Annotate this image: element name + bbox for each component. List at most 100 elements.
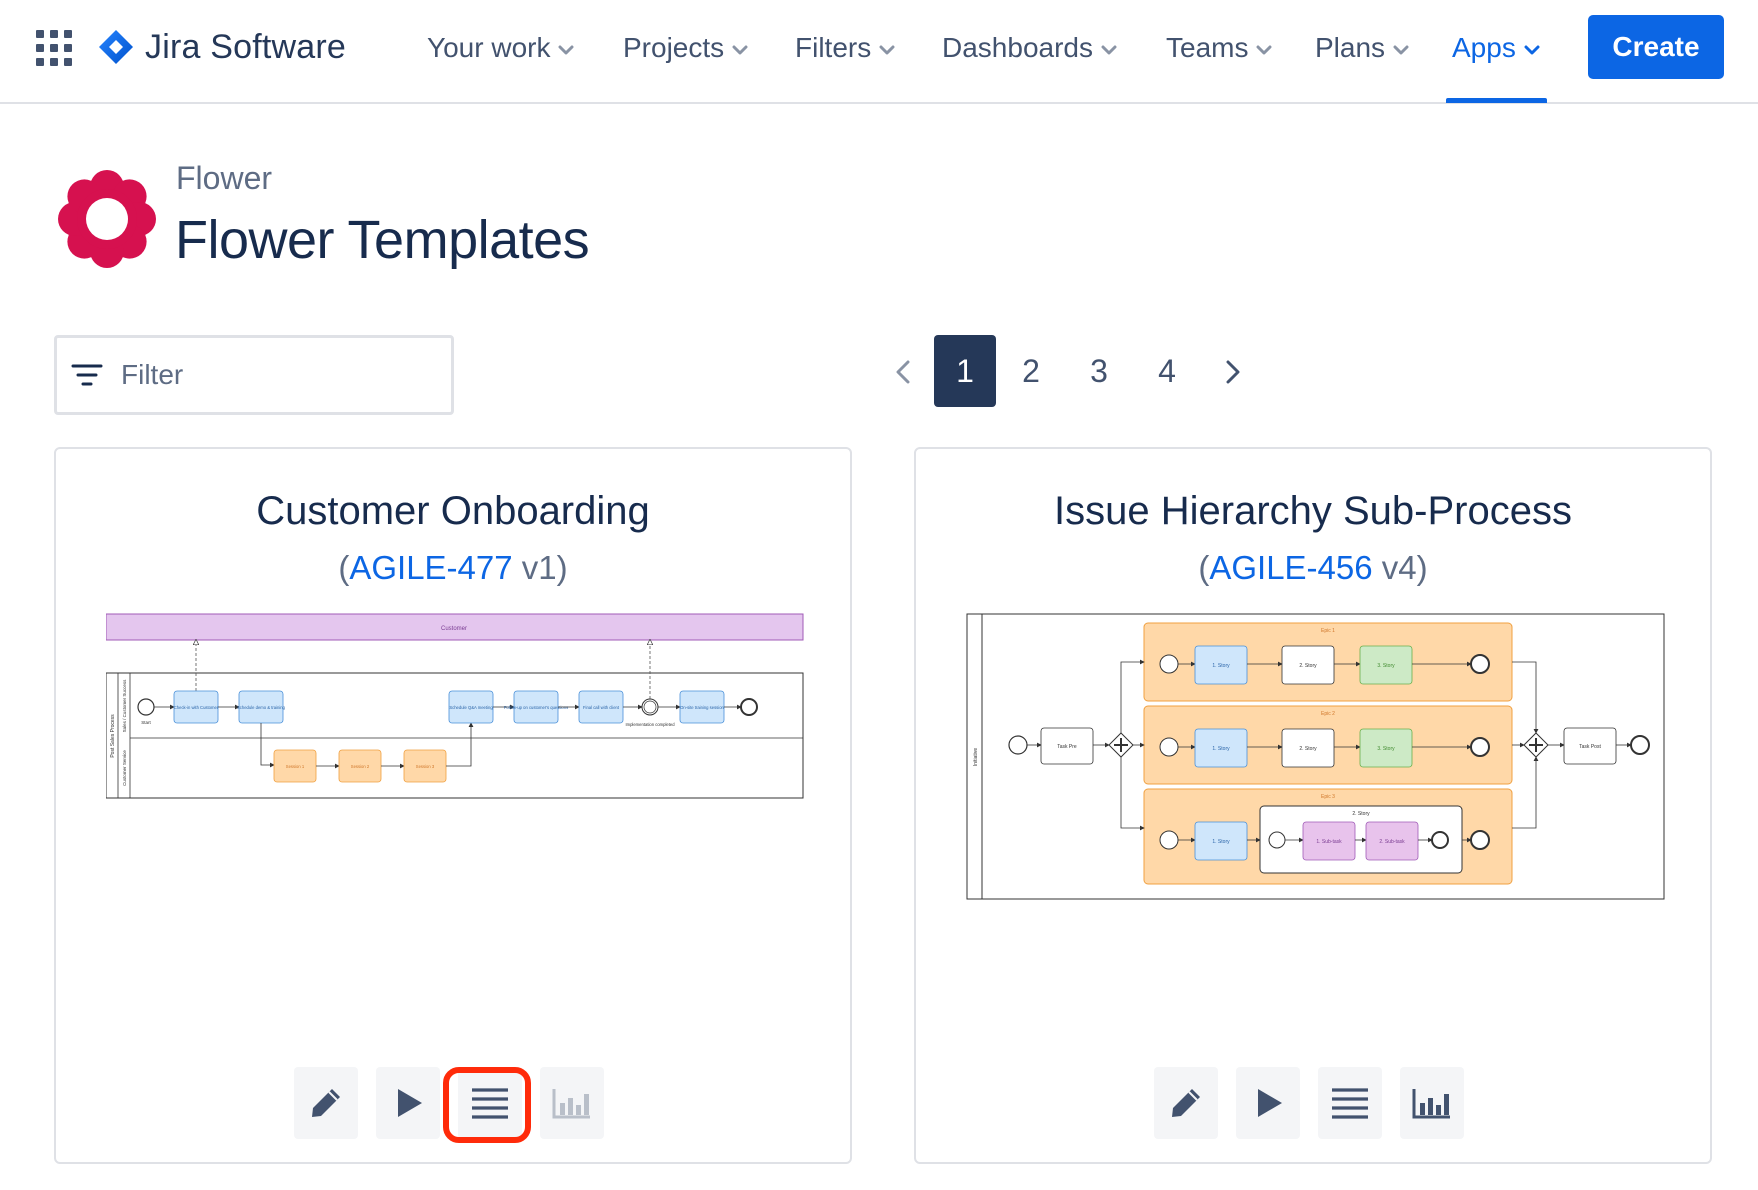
card-version: v1 — [522, 549, 557, 586]
product-name: Jira Software — [145, 28, 346, 67]
story-label: 1. Story — [1212, 663, 1230, 669]
pencil-icon — [308, 1085, 344, 1121]
list-icon — [470, 1087, 510, 1119]
edit-button[interactable] — [294, 1067, 358, 1139]
nav-your-work[interactable]: Your work — [427, 28, 574, 68]
nav-label: Plans — [1315, 32, 1385, 64]
filter-field[interactable] — [54, 335, 454, 415]
play-icon — [1250, 1085, 1286, 1121]
story-label: 1. Story — [1212, 839, 1230, 845]
list-icon — [1330, 1087, 1370, 1119]
run-button[interactable] — [376, 1067, 440, 1139]
chevron-down-icon — [1256, 45, 1272, 55]
pagination-page-4[interactable]: 4 — [1136, 335, 1198, 407]
chevron-down-icon — [732, 45, 748, 55]
nav-apps[interactable]: Apps — [1452, 28, 1540, 68]
pencil-icon — [1168, 1085, 1204, 1121]
nav-label: Projects — [623, 32, 724, 64]
card-title: Issue Hierarchy Sub-Process — [916, 489, 1710, 534]
chevron-down-icon — [1524, 45, 1540, 55]
jira-logo[interactable]: Jira Software — [97, 27, 346, 67]
nav-dashboards[interactable]: Dashboards — [942, 28, 1117, 68]
list-button[interactable] — [1318, 1067, 1382, 1139]
process-diagram-thumbnail[interactable]: Customer Post Sales Process Sales / Cust… — [106, 612, 806, 802]
active-nav-indicator — [1446, 98, 1547, 103]
process-diagram-thumbnail[interactable]: Initiative Epic 1 Epic 2 Epic 3 Task Pre… — [966, 613, 1666, 901]
pagination-prev-button[interactable] — [888, 352, 918, 392]
subtask-label: 1. Sub-task — [1316, 839, 1342, 845]
nav-label: Filters — [795, 32, 871, 64]
edit-button[interactable] — [1154, 1067, 1218, 1139]
template-card: Issue Hierarchy Sub-Process (AGILE-456 v… — [914, 447, 1712, 1164]
task-label: Schedule demo & training — [237, 705, 286, 710]
subprocess-label: 2. Story — [1352, 811, 1370, 817]
filter-input[interactable] — [121, 359, 401, 391]
filter-icon — [69, 361, 105, 389]
flower-logo-icon — [55, 167, 159, 271]
create-button[interactable]: Create — [1588, 15, 1724, 79]
page-title: Flower Templates — [175, 209, 589, 271]
story-label: 2. Story — [1299, 746, 1317, 752]
nav-label: Apps — [1452, 32, 1516, 64]
epic-label: Epic 2 — [1321, 711, 1335, 717]
outer-lane-label: Post Sales Process — [110, 714, 116, 758]
nav-projects[interactable]: Projects — [623, 28, 748, 68]
jira-diamond-icon — [97, 28, 135, 66]
issue-key-link[interactable]: AGILE-456 — [1209, 549, 1372, 586]
nav-label: Teams — [1166, 32, 1248, 64]
nav-label: Dashboards — [942, 32, 1093, 64]
card-subtitle: (AGILE-456 v4) — [916, 549, 1710, 587]
bar-chart-icon — [552, 1087, 592, 1119]
nav-label: Your work — [427, 32, 550, 64]
lane-label-2: Customer Service — [122, 750, 127, 786]
stats-button[interactable] — [1400, 1067, 1464, 1139]
task-label: Final call with client — [583, 705, 620, 710]
chevron-down-icon — [1393, 45, 1409, 55]
nav-teams[interactable]: Teams — [1166, 28, 1272, 68]
pagination-page-2[interactable]: 2 — [1000, 335, 1062, 407]
epic-label: Epic 3 — [1321, 794, 1335, 800]
top-navigation: Jira Software Your work Projects Filters… — [0, 0, 1758, 104]
session-label: Session 1 — [286, 764, 305, 769]
pagination-page-3[interactable]: 3 — [1068, 335, 1130, 407]
story-label: 3. Story — [1377, 663, 1395, 669]
pool-label: Customer — [441, 626, 467, 632]
task-label: Schedule Q&A meeting — [449, 705, 493, 710]
bar-chart-icon — [1412, 1087, 1452, 1119]
nav-plans[interactable]: Plans — [1315, 28, 1409, 68]
task-label: Check-in with Customer — [174, 705, 219, 710]
task-pre-label: Task Pre — [1057, 744, 1077, 750]
session-label: Session 3 — [416, 764, 435, 769]
epic-label: Epic 1 — [1321, 628, 1335, 634]
task-label: On-site training session — [680, 705, 724, 710]
chevron-down-icon — [558, 45, 574, 55]
pagination-next-button[interactable] — [1218, 352, 1248, 392]
play-icon — [390, 1085, 426, 1121]
lane-label: Initiative — [973, 748, 979, 767]
nav-filters[interactable]: Filters — [795, 28, 895, 68]
start-label: Start — [141, 720, 151, 725]
stats-button[interactable] — [540, 1067, 604, 1139]
event-label: Implementation completed — [625, 722, 675, 727]
lane-label-1: Sales / Customer Success — [122, 679, 127, 733]
chevron-right-icon — [1225, 359, 1241, 385]
app-switcher-icon[interactable] — [36, 30, 72, 66]
pagination-page-1[interactable]: 1 — [934, 335, 996, 407]
breadcrumb[interactable]: Flower — [176, 160, 272, 197]
task-label: Follow-up on customer's questions — [504, 705, 568, 710]
issue-key-link[interactable]: AGILE-477 — [349, 549, 512, 586]
run-button[interactable] — [1236, 1067, 1300, 1139]
card-subtitle: (AGILE-477 v1) — [56, 549, 850, 587]
task-post-label: Task Post — [1579, 744, 1601, 750]
story-label: 1. Story — [1212, 746, 1230, 752]
story-label: 2. Story — [1299, 663, 1317, 669]
list-button[interactable] — [458, 1067, 522, 1139]
chevron-down-icon — [1101, 45, 1117, 55]
subtask-label: 2. Sub-task — [1379, 839, 1405, 845]
chevron-down-icon — [879, 45, 895, 55]
chevron-left-icon — [895, 359, 911, 385]
session-label: Session 2 — [351, 764, 370, 769]
template-card: Customer Onboarding (AGILE-477 v1) Custo… — [54, 447, 852, 1164]
card-title: Customer Onboarding — [56, 489, 850, 534]
card-version: v4 — [1382, 549, 1417, 586]
